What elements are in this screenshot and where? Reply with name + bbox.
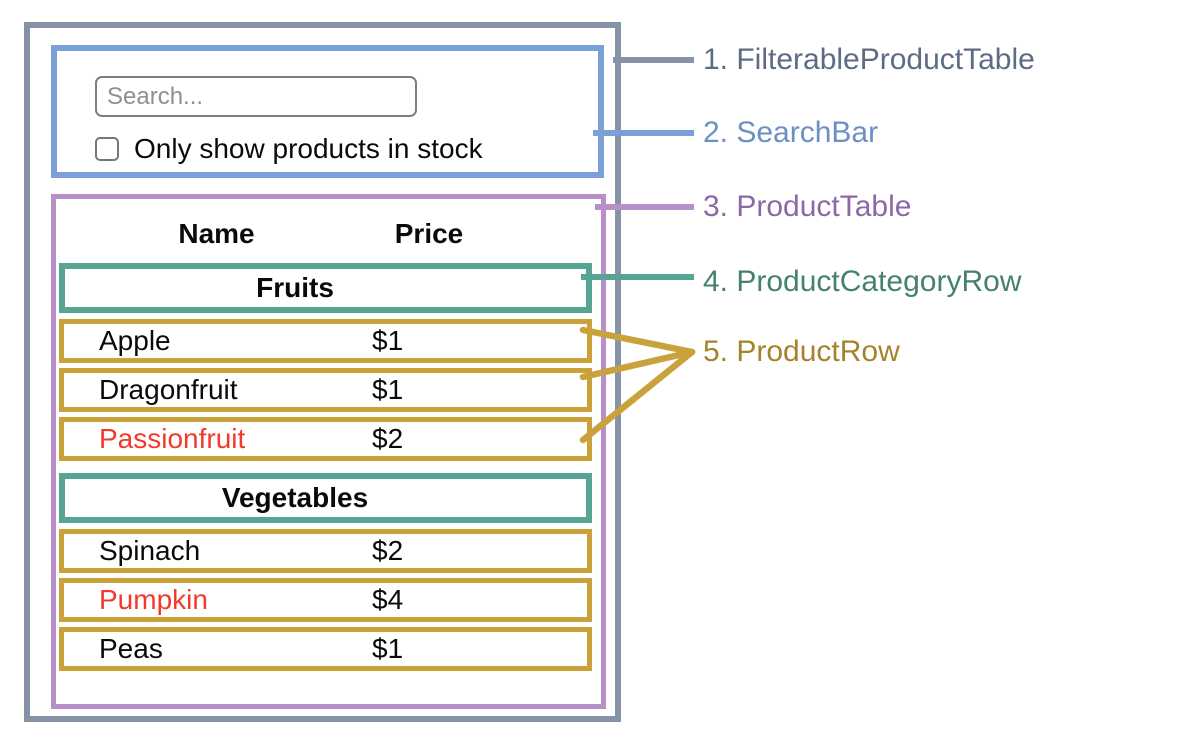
category-label: Vegetables — [221, 482, 369, 513]
product-row: Apple $1 — [59, 319, 592, 363]
product-name: Peas — [99, 633, 163, 664]
product-name: Passionfruit — [99, 423, 246, 454]
product-price: $4 — [372, 584, 404, 615]
product-row: Pumpkin $4 — [59, 578, 592, 622]
product-name: Spinach — [99, 535, 201, 566]
legend-item-ProductCategoryRow: 4. ProductCategoryRow — [703, 265, 1022, 298]
product-name: Pumpkin — [99, 584, 208, 615]
product-row: Spinach $2 — [59, 529, 592, 573]
in-stock-filter-row: Only show products in stock — [95, 133, 483, 165]
product-price: $1 — [372, 633, 404, 664]
product-category-row: Vegetables — [59, 473, 592, 523]
price-column-header: Price — [394, 217, 464, 249]
search-input[interactable] — [95, 76, 417, 117]
product-name: Dragonfruit — [99, 374, 238, 405]
product-row: Passionfruit $2 — [59, 417, 592, 461]
product-row: Dragonfruit $1 — [59, 368, 592, 412]
search-bar-box: Only show products in stock — [51, 45, 604, 178]
legend-item-ProductRow: 5. ProductRow — [703, 335, 900, 368]
product-category-row: Fruits — [59, 263, 592, 313]
in-stock-checkbox[interactable] — [95, 137, 119, 161]
product-name: Apple — [99, 325, 171, 356]
legend-item-FilterableProductTable: 1. FilterableProductTable — [703, 43, 1035, 76]
name-column-header: Name — [178, 217, 255, 249]
category-label: Fruits — [256, 272, 334, 303]
filterable-product-table-box: Only show products in stock Name Price F… — [24, 22, 621, 722]
in-stock-label: Only show products in stock — [134, 133, 483, 164]
legend-item-SearchBar: 2. SearchBar — [703, 116, 879, 149]
product-price: $2 — [372, 535, 404, 566]
product-price: $2 — [372, 423, 404, 454]
product-price: $1 — [372, 325, 404, 356]
product-price: $1 — [372, 374, 404, 405]
product-row: Peas $1 — [59, 627, 592, 671]
legend-item-ProductTable: 3. ProductTable — [703, 190, 912, 223]
table-header-row: Name Price — [59, 216, 592, 251]
